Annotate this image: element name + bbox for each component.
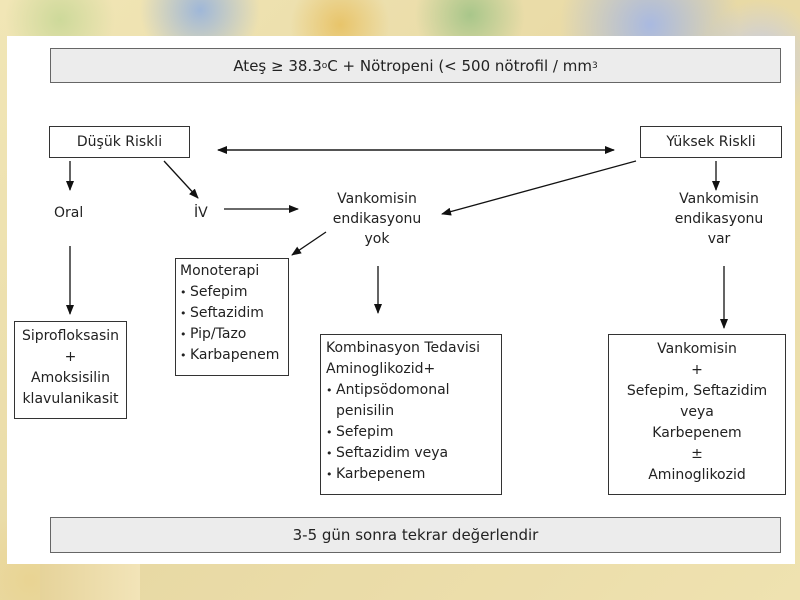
combination-item: Karbepenem bbox=[326, 464, 496, 485]
monotherapy-item: Sefepim bbox=[180, 282, 284, 303]
vanc-yes-indication: Vankomisin endikasyonu var bbox=[660, 189, 778, 249]
vancomycin-line: Aminoglikozid bbox=[648, 467, 746, 483]
combination-item: Seftazidim veya bbox=[326, 443, 496, 464]
monotherapy-item: Seftazidim bbox=[180, 303, 284, 324]
header-prefix: Ateş ≥ 38.3 bbox=[233, 56, 322, 75]
combination-item: Antipsödomonal penisilin bbox=[326, 380, 496, 422]
vanc-no-indication: Vankomisin endikasyonu yok bbox=[318, 189, 436, 249]
combination-item: Sefepim bbox=[326, 422, 496, 443]
iv-label: İV bbox=[194, 205, 208, 221]
vanc-no-line: Vankomisin bbox=[337, 191, 417, 207]
low-risk-box: Düşük Riskli bbox=[49, 126, 190, 158]
oral-therapy-line: Siprofloksasin bbox=[21, 328, 120, 344]
oral-therapy-line: klavulanikasit bbox=[22, 391, 119, 407]
monotherapy-box: Monoterapi Sefepim Seftazidim Pip/Tazo K… bbox=[175, 258, 289, 376]
combination-item-cont: penisilin bbox=[336, 403, 395, 419]
combination-box: Kombinasyon Tedavisi Aminoglikozid+ Anti… bbox=[320, 334, 502, 495]
oral-therapy-line: + bbox=[64, 349, 77, 365]
oral-therapy-line: Amoksisilin bbox=[31, 370, 110, 386]
combination-title: Kombinasyon Tedavisi bbox=[326, 340, 480, 356]
combination-list: Antipsödomonal penisilin Sefepim Seftazi… bbox=[326, 380, 496, 485]
vanc-yes-line: var bbox=[707, 231, 731, 247]
vancomycin-box: Vankomisin + Sefepim, Seftazidim veya Ka… bbox=[608, 334, 786, 495]
oral-therapy-box: Siprofloksasin + Amoksisilin klavulanika… bbox=[14, 321, 127, 419]
vancomycin-line: Karbepenem bbox=[652, 425, 742, 441]
vanc-yes-line: Vankomisin bbox=[679, 191, 759, 207]
vanc-yes-line: endikasyonu bbox=[674, 211, 764, 227]
footer-bar: 3-5 gün sonra tekrar değerlendir bbox=[50, 517, 781, 553]
monotherapy-list: Sefepim Seftazidim Pip/Tazo Karbapenem bbox=[180, 282, 284, 366]
combination-item-text: Antipsödomonal bbox=[336, 382, 450, 398]
degree-sup: o bbox=[321, 60, 328, 71]
vanc-no-line: yok bbox=[364, 231, 390, 247]
combination-subtitle: Aminoglikozid+ bbox=[326, 361, 436, 377]
header-middle: C + Nötropeni (< 500 nötrofil / mm bbox=[327, 56, 592, 75]
vanc-no-line: endikasyonu bbox=[332, 211, 422, 227]
low-to-iv-arrow bbox=[163, 160, 199, 199]
vancomycin-line: ± bbox=[691, 446, 703, 462]
monotherapy-title: Monoterapi bbox=[180, 263, 260, 279]
oral-label: Oral bbox=[54, 205, 84, 221]
vancomycin-line: Sefepim, Seftazidim bbox=[626, 383, 768, 399]
vancomycin-line: veya bbox=[680, 404, 714, 420]
high-to-vanc-no-arrow bbox=[441, 160, 637, 216]
footer-text: 3-5 gün sonra tekrar değerlendir bbox=[292, 526, 539, 544]
vanc-no-to-mono-arrow bbox=[291, 231, 327, 256]
vancomycin-line: Vankomisin bbox=[657, 341, 737, 357]
low-risk-label: Düşük Riskli bbox=[76, 134, 163, 150]
high-risk-label: Yüksek Riskli bbox=[666, 134, 756, 150]
monotherapy-item: Karbapenem bbox=[180, 345, 284, 366]
background-swatch bbox=[40, 564, 140, 600]
cube-sup: 3 bbox=[591, 60, 598, 71]
vancomycin-line: + bbox=[691, 362, 703, 378]
monotherapy-item: Pip/Tazo bbox=[180, 324, 284, 345]
high-risk-box: Yüksek Riskli bbox=[640, 126, 782, 158]
